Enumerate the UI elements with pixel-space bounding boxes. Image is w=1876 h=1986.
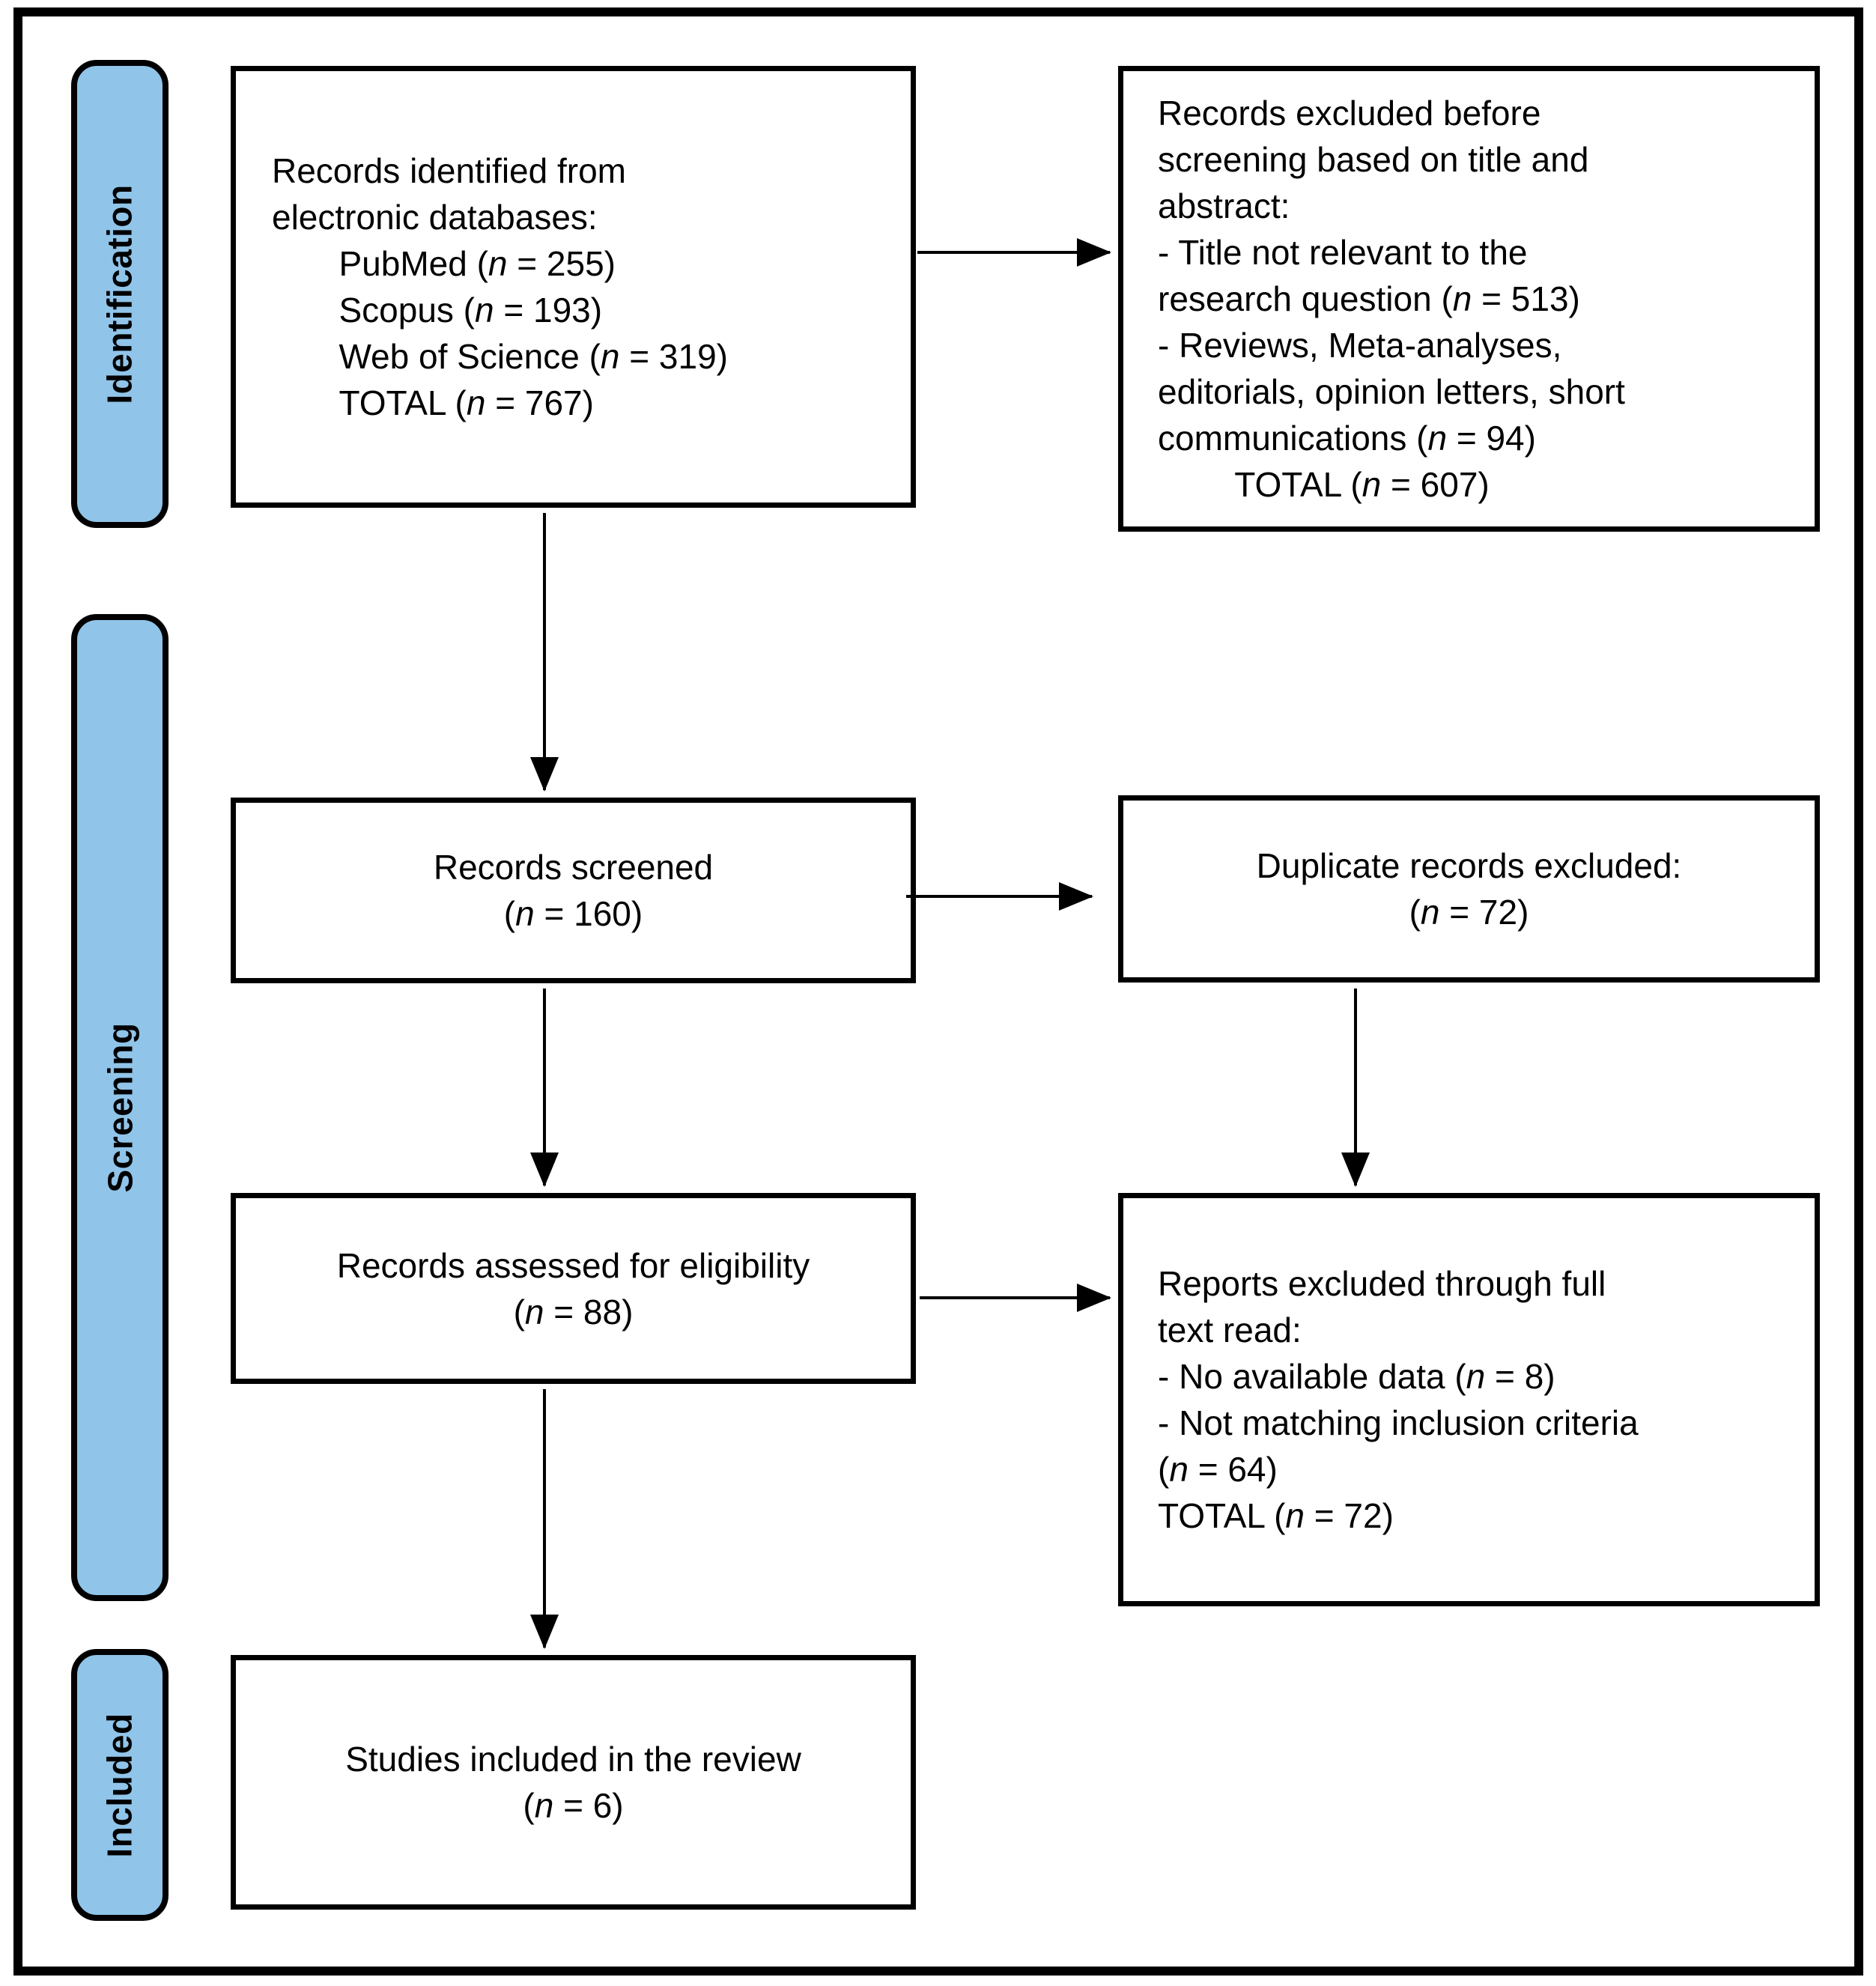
- box-records-assessed-eligibility: Records assessed for eligibility (n = 88): [231, 1193, 916, 1384]
- text-line: editorials, opinion letters, short: [1158, 372, 1625, 411]
- text-line: research question (n = 513): [1158, 279, 1580, 318]
- text-line: (n = 72): [1409, 893, 1529, 932]
- stage-included-label: Included: [100, 1712, 139, 1858]
- text-line: - No available data (n = 8): [1158, 1357, 1555, 1396]
- text-line: Duplicate records excluded:: [1256, 846, 1682, 885]
- text-line: TOTAL (n = 72): [1158, 1496, 1394, 1535]
- text-line: (n = 88): [513, 1292, 634, 1331]
- stage-included: Included: [71, 1649, 169, 1921]
- text-line: Records identified from: [272, 151, 626, 190]
- text-line: Records assessed for eligibility: [336, 1245, 810, 1285]
- text-line: - Not matching inclusion criteria: [1158, 1403, 1639, 1442]
- box-duplicate-records-excluded: Duplicate records excluded: (n = 72): [1118, 795, 1820, 983]
- text-line: Web of Science (n = 319): [272, 337, 728, 376]
- text-line: (n = 160): [503, 894, 643, 933]
- text-line: text read:: [1158, 1311, 1302, 1349]
- text-line: Records screened: [433, 848, 714, 887]
- text-line: Reports excluded through full: [1158, 1264, 1606, 1303]
- stage-identification-label: Identification: [100, 183, 140, 404]
- text-line: TOTAL (n = 607): [1158, 465, 1490, 504]
- text-line: communications (n = 94): [1158, 419, 1536, 458]
- text-line: Scopus (n = 193): [272, 291, 603, 330]
- text-line: (n = 6): [523, 1786, 624, 1825]
- text-line: TOTAL (n = 767): [272, 383, 594, 422]
- box-reports-excluded-fulltext: Reports excluded through full text read: -…: [1118, 1193, 1820, 1606]
- text-line: (n = 64): [1158, 1450, 1278, 1489]
- box-studies-included: Studies included in the review (n = 6): [231, 1655, 916, 1910]
- text-line: Records excluded before: [1158, 94, 1541, 133]
- stage-screening-label: Screening: [100, 1022, 140, 1193]
- stage-identification: Identification: [71, 60, 169, 528]
- stage-screening: Screening: [71, 614, 169, 1601]
- text-line: electronic databases:: [272, 198, 598, 237]
- box-records-excluded-before-screening: Records excluded before screening based o…: [1118, 66, 1820, 532]
- text-line: abstract:: [1158, 186, 1290, 225]
- text-line: Studies included in the review: [345, 1740, 801, 1779]
- text-line: - Title not relevant to the: [1158, 233, 1528, 272]
- text-line: PubMed (n = 255): [272, 244, 616, 283]
- box-records-identified: Records identified from electronic databa…: [231, 66, 916, 508]
- box-records-screened: Records screened (n = 160): [231, 798, 916, 983]
- text-line: - Reviews, Meta-analyses,: [1158, 326, 1562, 365]
- text-line: screening based on title and: [1158, 140, 1589, 179]
- diagram-outer-border: [13, 7, 1863, 1976]
